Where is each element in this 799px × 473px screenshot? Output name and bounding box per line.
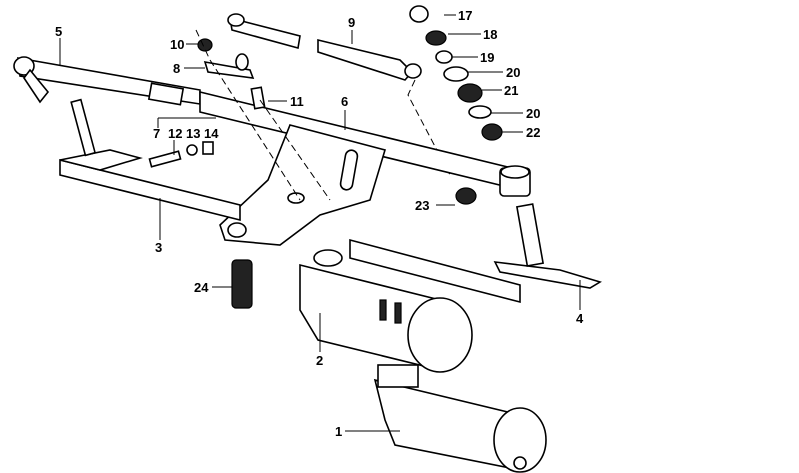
label-20-lower: 20: [526, 106, 541, 121]
label-1: 1: [335, 424, 343, 439]
label-20-upper: 20: [506, 65, 521, 80]
label-21: 21: [504, 83, 519, 98]
main-bar-6: [199, 90, 531, 246]
crank-arm-9: [227, 13, 451, 176]
nut-stack: [409, 5, 503, 205]
label-6: 6: [341, 94, 349, 109]
leader-lines: [59, 14, 581, 432]
label-14: 14: [204, 126, 219, 141]
label-17: 17: [458, 8, 473, 23]
wiper-motor-1: [373, 364, 547, 473]
label-19: 19: [480, 50, 495, 65]
label-13: 13: [186, 126, 201, 141]
small-parts: [148, 29, 331, 201]
label-23: 23: [415, 198, 430, 213]
linkage-rod-3: [59, 98, 241, 222]
label-22: 22: [526, 125, 541, 140]
label-8: 8: [173, 61, 181, 76]
label-5: 5: [55, 24, 63, 39]
label-18: 18: [483, 27, 498, 42]
label-9: 9: [348, 15, 356, 30]
label-4: 4: [576, 311, 584, 326]
label-24: 24: [194, 280, 209, 295]
label-10: 10: [170, 37, 185, 52]
linkage-rod-4: [349, 203, 602, 304]
motor-housing-2: [299, 249, 473, 373]
label-11: 11: [290, 94, 304, 109]
label-7: 7: [153, 126, 161, 141]
rubber-bush-24: [231, 259, 253, 309]
label-2: 2: [316, 353, 324, 368]
label-3: 3: [155, 240, 163, 255]
label-12: 12: [168, 126, 183, 141]
linkage-rod-5: [13, 56, 201, 106]
